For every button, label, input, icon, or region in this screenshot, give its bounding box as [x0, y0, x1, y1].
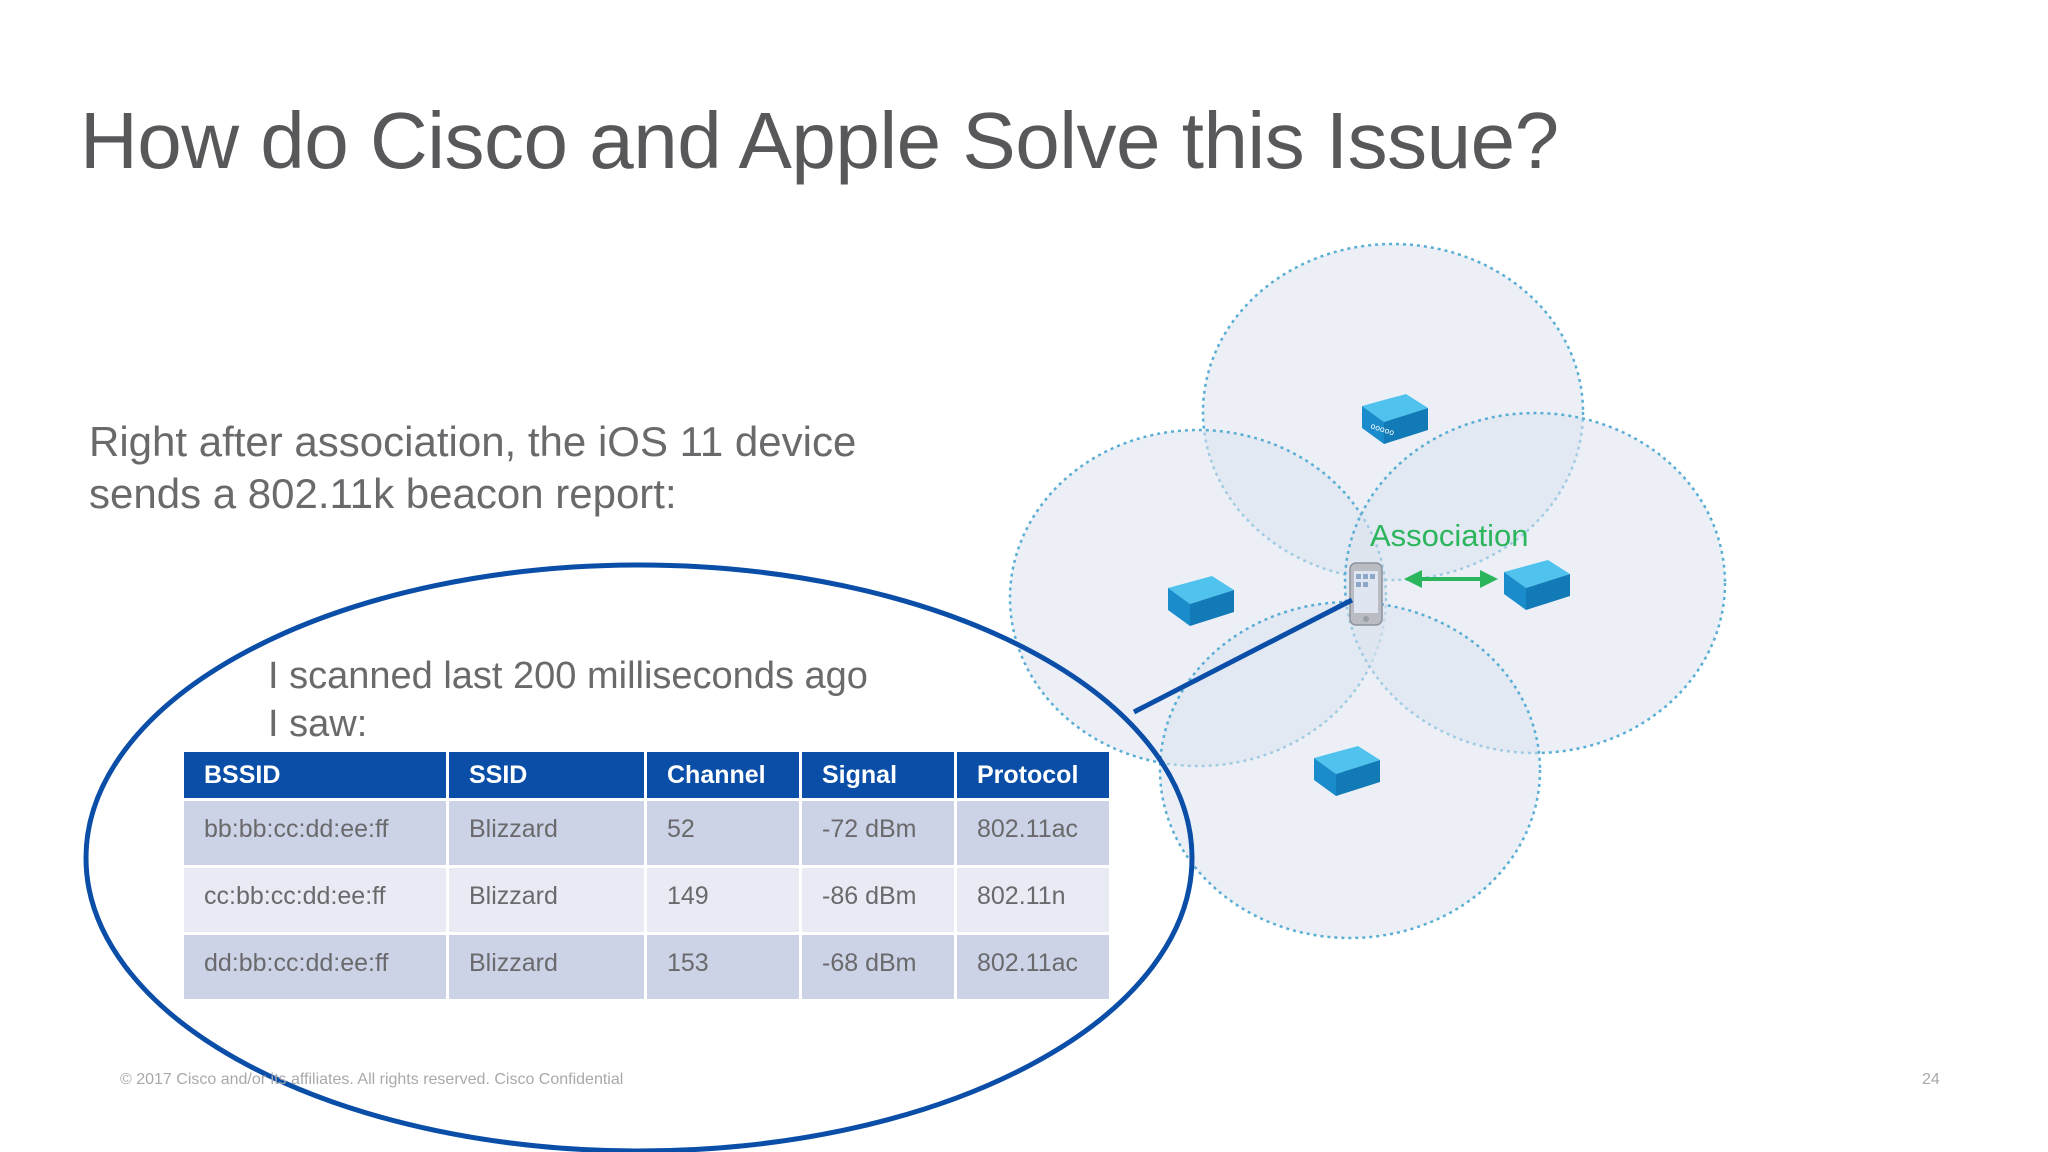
cell-protocol: 802.11ac: [955, 798, 1109, 867]
cell-protocol: 802.11ac: [955, 932, 1109, 999]
slide-title: How do Cisco and Apple Solve this Issue?: [80, 96, 1559, 185]
cell-bssid: dd:bb:cc:dd:ee:ff: [184, 932, 449, 999]
smartphone-icon: [1349, 562, 1383, 626]
table-row: cc:bb:cc:dd:ee:ff Blizzard 149 -86 dBm 8…: [184, 865, 1109, 934]
association-label: Association: [1370, 518, 1529, 553]
association-arrow: [1404, 570, 1498, 588]
cell-protocol: 802.11n: [955, 865, 1109, 934]
access-point-icon: ooooo: [1362, 394, 1428, 444]
table-header-row: BSSID SSID Channel Signal Protocol: [184, 752, 1109, 800]
cell-ssid: Blizzard: [447, 932, 647, 999]
cell-channel: 149: [645, 865, 802, 934]
intro-text: Right after association, the iOS 11 devi…: [89, 416, 989, 520]
access-point-icon: [1314, 746, 1380, 796]
intro-line: sends a 802.11k beacon report:: [89, 470, 677, 517]
cell-bssid: bb:bb:cc:dd:ee:ff: [184, 798, 449, 867]
cell-channel: 153: [645, 932, 802, 999]
cell-ssid: Blizzard: [447, 798, 647, 867]
column-header-signal: Signal: [800, 752, 957, 800]
beacon-report-table: BSSID SSID Channel Signal Protocol bb:bb…: [184, 752, 1109, 999]
table-row: dd:bb:cc:dd:ee:ff Blizzard 153 -68 dBm 8…: [184, 932, 1109, 999]
intro-line: Right after association, the iOS 11 devi…: [89, 418, 857, 465]
report-line: I saw:: [268, 703, 368, 745]
page-number: 24: [1922, 1071, 1940, 1088]
cell-ssid: Blizzard: [447, 865, 647, 934]
column-header-channel: Channel: [645, 752, 802, 800]
cell-signal: -72 dBm: [800, 798, 957, 867]
cell-channel: 52: [645, 798, 802, 867]
cell-signal: -68 dBm: [800, 932, 957, 999]
access-point-icon: [1168, 576, 1234, 626]
column-header-ssid: SSID: [447, 752, 647, 800]
cell-signal: -86 dBm: [800, 865, 957, 934]
access-point-icon: [1504, 560, 1570, 610]
column-header-bssid: BSSID: [184, 752, 449, 800]
highlight-ellipse: [83, 562, 1195, 1152]
cell-bssid: cc:bb:cc:dd:ee:ff: [184, 865, 449, 934]
report-line: I scanned last 200 milliseconds ago: [268, 655, 868, 697]
column-header-protocol: Protocol: [955, 752, 1109, 800]
connector-line: [1132, 597, 1354, 715]
table-row: bb:bb:cc:dd:ee:ff Blizzard 52 -72 dBm 80…: [184, 798, 1109, 867]
report-text: I scanned last 200 milliseconds ago I sa…: [268, 652, 868, 748]
footer-copyright: © 2017 Cisco and/or its affiliates. All …: [120, 1071, 624, 1088]
